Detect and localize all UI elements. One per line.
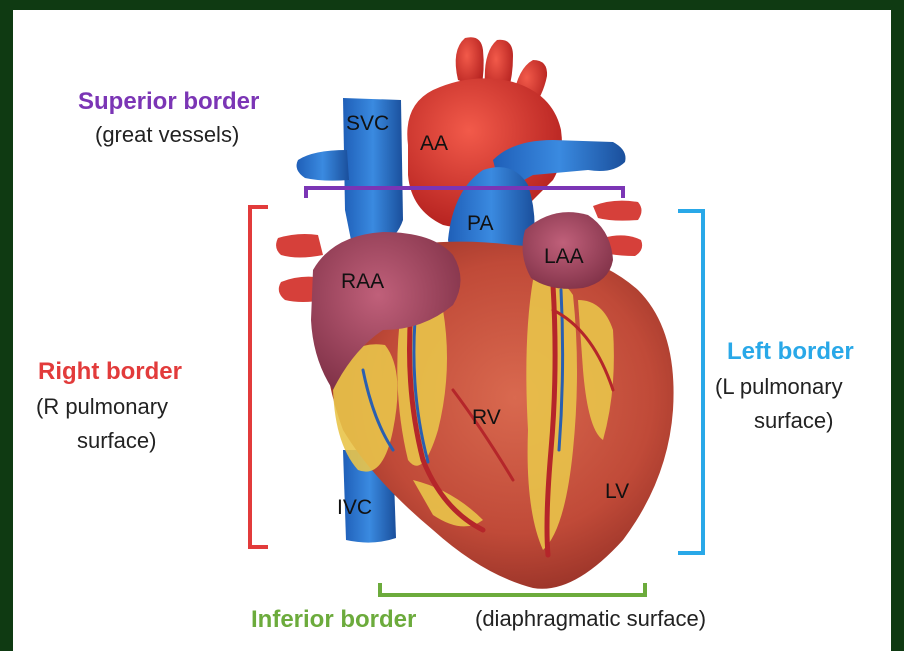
left-border-bracket bbox=[678, 211, 703, 553]
inferior-border-subtitle: (diaphragmatic surface) bbox=[475, 606, 706, 632]
right-border-subtitle-line2: surface) bbox=[77, 428, 156, 454]
laa-label: LAA bbox=[544, 245, 584, 268]
rv-label: RV bbox=[472, 406, 501, 429]
inferior-border-line bbox=[380, 583, 645, 595]
aa-label: AA bbox=[420, 132, 448, 155]
svc-label: SVC bbox=[346, 112, 389, 135]
left-border-subtitle-line1: (L pulmonary bbox=[715, 374, 843, 400]
pa-label: PA bbox=[467, 212, 493, 235]
left-border-subtitle-line2: surface) bbox=[754, 408, 833, 434]
raa-label: RAA bbox=[341, 270, 384, 293]
inferior-border-title: Inferior border bbox=[251, 606, 416, 634]
ivc-label: IVC bbox=[337, 496, 372, 519]
svc-branch bbox=[297, 150, 349, 181]
left-border-title: Left border bbox=[727, 338, 854, 366]
superior-border-title: Superior border bbox=[78, 88, 259, 116]
superior-border-subtitle: (great vessels) bbox=[95, 122, 239, 148]
right-border-bracket bbox=[250, 207, 268, 547]
right-border-subtitle-line1: (R pulmonary bbox=[36, 394, 168, 420]
lv-label: LV bbox=[605, 480, 629, 503]
right-border-title: Right border bbox=[38, 358, 182, 386]
diagram-canvas: SVC AA PA RAA LAA RV LV IVC Superior bor… bbox=[13, 10, 891, 651]
